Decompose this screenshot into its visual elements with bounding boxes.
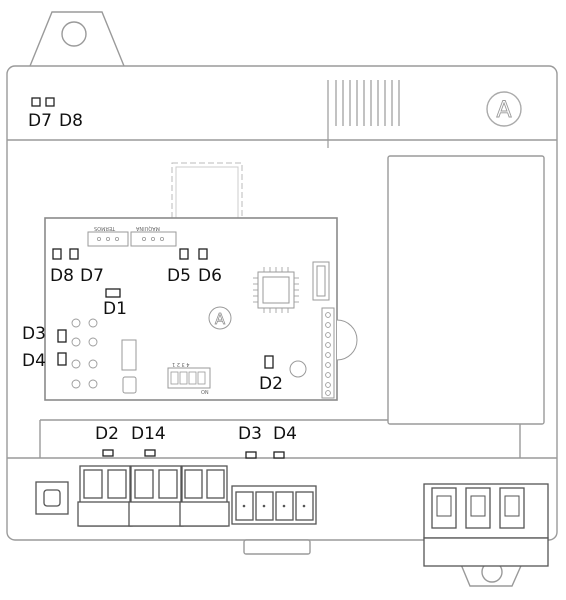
connector-termos-label: TERMOS xyxy=(94,225,116,231)
relay xyxy=(121,339,137,371)
led-inner-d6 xyxy=(198,248,208,260)
led-inner-d5 xyxy=(179,248,189,260)
led-inner-d1 xyxy=(105,288,121,298)
label-top-d8: D8 xyxy=(59,111,83,131)
label-inner-d4: D4 xyxy=(22,351,46,371)
label-top-d7: D7 xyxy=(28,111,52,131)
label-bottom-d2: D2 xyxy=(95,424,119,444)
led-inner-d4 xyxy=(57,352,67,366)
led-inner-d7 xyxy=(69,248,79,260)
logo-letter-pcb: A xyxy=(215,310,226,328)
label-inner-d5: D5 xyxy=(167,266,191,286)
label-inner-d2: D2 xyxy=(259,374,283,394)
trimmer xyxy=(289,360,307,378)
display-window xyxy=(387,155,545,425)
label-inner-d6: D6 xyxy=(198,266,222,286)
led-bottom-d4 xyxy=(273,451,285,459)
label-bottom-d3: D3 xyxy=(238,424,262,444)
led-bottom-d2 xyxy=(102,449,114,457)
label-inner-d7: D7 xyxy=(80,266,104,286)
connector-maquina-label: MAQUINA xyxy=(136,225,160,231)
label-bottom-d14: D14 xyxy=(131,424,166,444)
push-button xyxy=(35,481,69,515)
buzzer xyxy=(336,319,358,361)
led-inner-d8 xyxy=(52,248,62,260)
led-inner-d3 xyxy=(57,329,67,343)
label-bottom-d4: D4 xyxy=(273,424,297,444)
small-part xyxy=(122,376,137,394)
top-mounting-hole xyxy=(61,21,87,47)
led-top-d8 xyxy=(45,97,55,107)
bottom-clip xyxy=(243,539,311,555)
dip-on-label: ON xyxy=(201,390,209,396)
led-inner-d2 xyxy=(264,355,274,369)
vent-grille xyxy=(327,80,400,148)
label-inner-d1: D1 xyxy=(103,299,127,319)
led-bottom-d14 xyxy=(144,449,156,457)
led-top-d7 xyxy=(31,97,41,107)
label-inner-d3: D3 xyxy=(22,324,46,344)
logo-top-right xyxy=(486,91,522,127)
logo-letter-top: A xyxy=(496,98,511,123)
led-bottom-d3 xyxy=(245,451,257,459)
label-inner-d8: D8 xyxy=(50,266,74,286)
logo-pcb xyxy=(208,306,232,330)
dip-numbers-label: 4 3 2 1 xyxy=(172,361,190,367)
